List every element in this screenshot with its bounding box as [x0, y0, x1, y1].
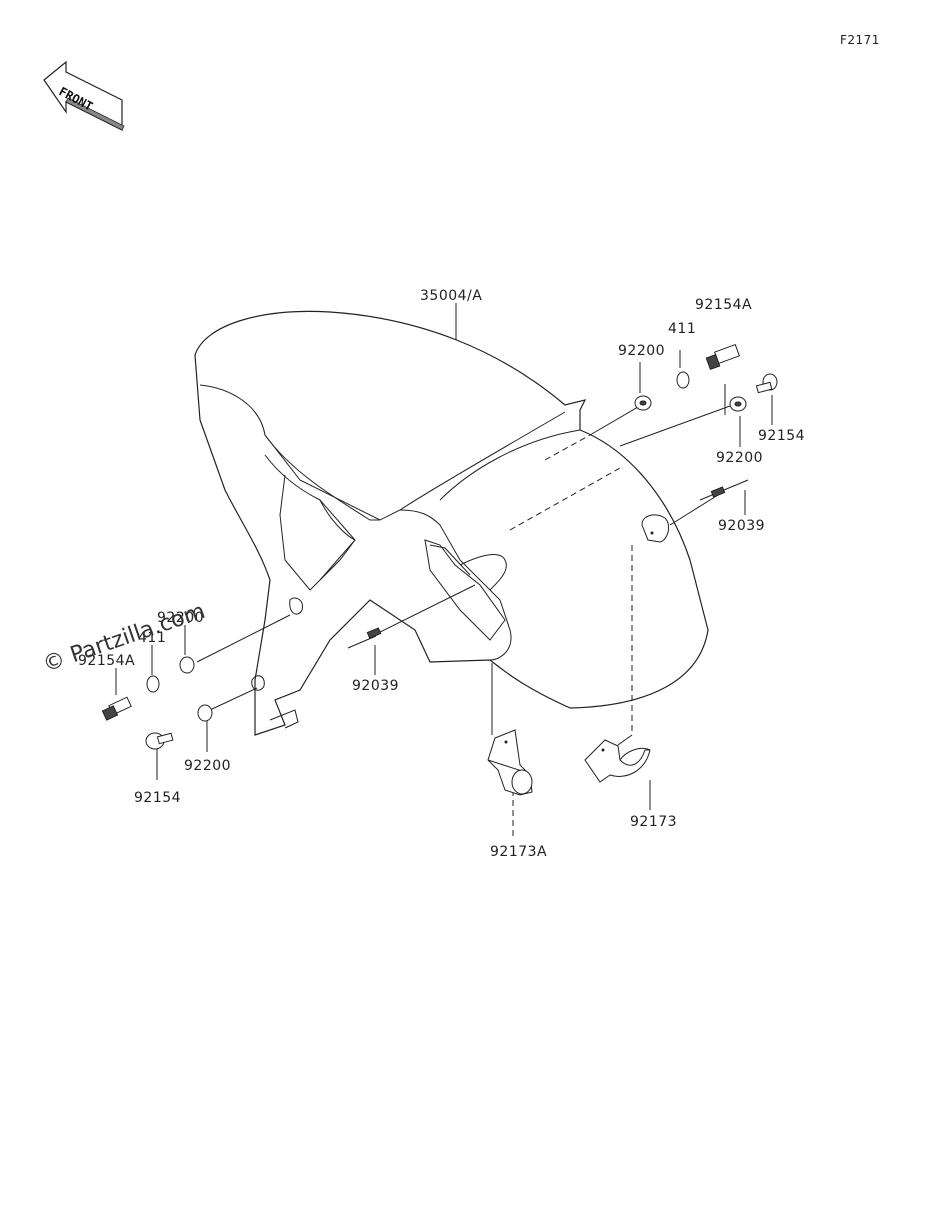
- front-arrow: FRONT: [43, 60, 125, 131]
- label-92154-right: 92154: [758, 428, 805, 444]
- label-92154a-right: 92154A: [695, 297, 752, 313]
- label-92154-left: 92154: [134, 790, 181, 806]
- label-92200-right-bottom: 92200: [716, 450, 763, 466]
- washer-92200-left-bottom: [197, 704, 213, 722]
- label-92173: 92173: [630, 814, 677, 830]
- hardware: [101, 343, 778, 796]
- label-35004a: 35004/A: [420, 288, 482, 304]
- label-411-left: 411: [138, 630, 166, 646]
- bolt-92154-left: [145, 732, 174, 750]
- bolt-92154-right: [755, 373, 778, 394]
- washer-411-left: [146, 675, 160, 693]
- label-92154a-left: 92154A: [78, 653, 135, 669]
- fender-grommet: [641, 514, 670, 543]
- front-fender: [194, 310, 709, 736]
- label-92200-right-top: 92200: [618, 343, 665, 359]
- label-92200-left-top: 92200: [157, 610, 204, 626]
- leader-lines: [115, 303, 773, 840]
- label-92200-left-bottom: 92200: [184, 758, 231, 774]
- label-92039-center: 92039: [352, 678, 399, 694]
- clamp-92173: [584, 739, 651, 783]
- part-labels: 35004/A 92154A 411 92200 92154 92200 920…: [78, 288, 805, 860]
- label-92173a: 92173A: [490, 844, 547, 860]
- rivet-92039-center: [347, 627, 382, 649]
- clamp-92173a: [487, 729, 533, 796]
- washer-92200-left-top: [179, 656, 195, 674]
- figure-code: F2171: [840, 33, 880, 47]
- washer-411-right: [676, 371, 690, 389]
- bolt-92154a-left: [101, 696, 132, 721]
- label-92039-right: 92039: [718, 518, 765, 534]
- bolt-92154a-right: [705, 343, 741, 370]
- rivet-92039-right: [699, 479, 749, 501]
- label-411-right: 411: [668, 321, 696, 337]
